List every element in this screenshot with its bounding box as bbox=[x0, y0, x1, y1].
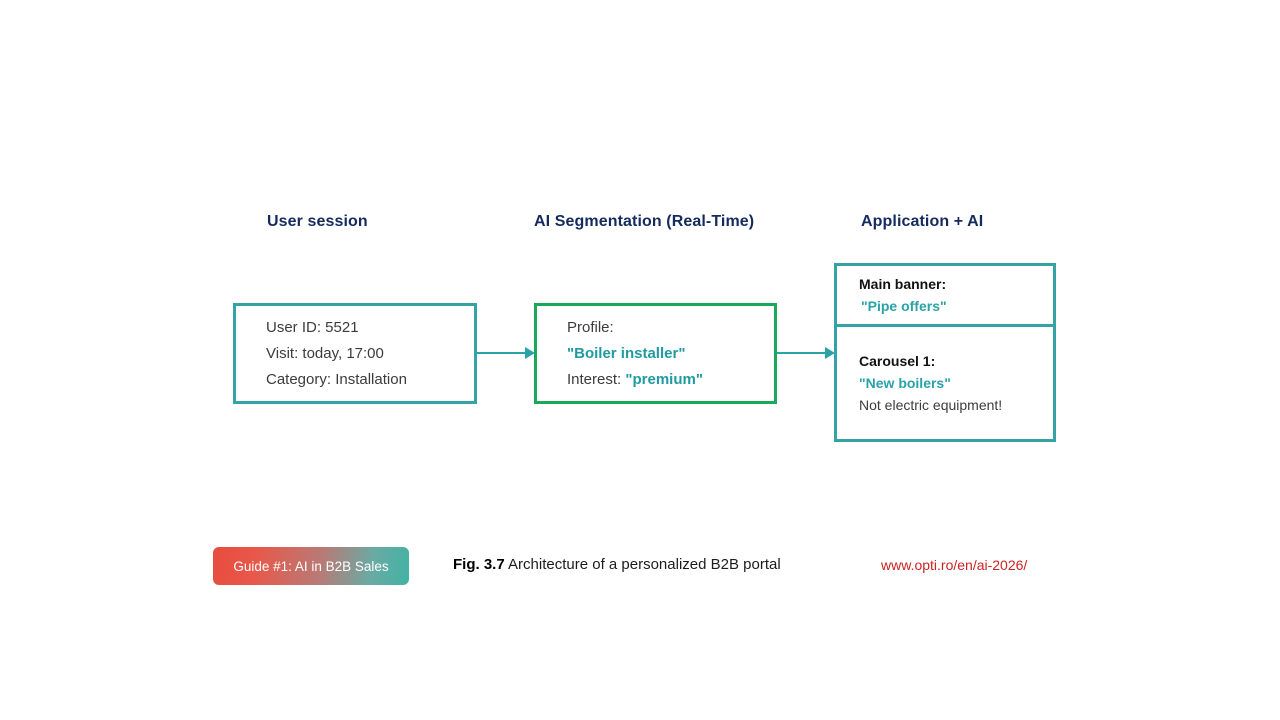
profile-label: Profile: bbox=[567, 318, 614, 336]
user-session-lines: User ID: 5521 Visit: today, 17:00 Catego… bbox=[236, 306, 474, 401]
application-banner-section: Main banner: "Pipe offers" bbox=[837, 266, 1053, 327]
user-session-box: User ID: 5521 Visit: today, 17:00 Catego… bbox=[233, 303, 477, 404]
interest-label: Interest: bbox=[567, 370, 626, 388]
carousel-title: Carousel 1: bbox=[859, 352, 936, 369]
application-box: Main banner: "Pipe offers" Carousel 1: "… bbox=[834, 263, 1056, 442]
category-line: Category: Installation bbox=[266, 370, 407, 388]
interest-value: "premium" bbox=[625, 370, 703, 388]
guide-badge-label: Guide #1: AI in B2B Sales bbox=[233, 558, 389, 574]
profile-value: "Boiler installer" bbox=[567, 344, 686, 362]
column-heading-user-session: User session bbox=[267, 213, 368, 230]
carousel-note: Not electric equipment! bbox=[859, 396, 1003, 413]
guide-badge[interactable]: Guide #1: AI in B2B Sales bbox=[213, 547, 409, 585]
visit-line: Visit: today, 17:00 bbox=[266, 344, 384, 362]
column-heading-application-ai: Application + AI bbox=[861, 213, 984, 230]
ai-segmentation-box: Profile: "Boiler installer" Interest: "p… bbox=[534, 303, 777, 404]
arrow-user-session-to-segmentation bbox=[477, 347, 535, 359]
interest-line: Interest: "premium" bbox=[567, 367, 774, 393]
user-id-line: User ID: 5521 bbox=[266, 318, 359, 336]
banner-value: "Pipe offers" bbox=[861, 298, 947, 314]
column-heading-ai-segmentation: AI Segmentation (Real-Time) bbox=[534, 213, 755, 230]
source-url-link[interactable]: www.opti.ro/en/ai-2026/ bbox=[881, 557, 1028, 573]
ai-segmentation-lines: Profile: "Boiler installer" Interest: "p… bbox=[537, 306, 774, 401]
application-carousel-section: Carousel 1: "New boilers" Not electric e… bbox=[837, 327, 1053, 439]
figure-caption: Fig. 3.7 Architecture of a personalized … bbox=[453, 556, 781, 573]
figure-caption-label: Fig. 3.7 bbox=[453, 556, 505, 573]
figure-caption-text: Architecture of a personalized B2B porta… bbox=[504, 556, 781, 573]
arrow-segmentation-to-application bbox=[777, 347, 835, 359]
carousel-value: "New boilers" bbox=[859, 374, 951, 391]
banner-title: Main banner: bbox=[859, 276, 947, 292]
